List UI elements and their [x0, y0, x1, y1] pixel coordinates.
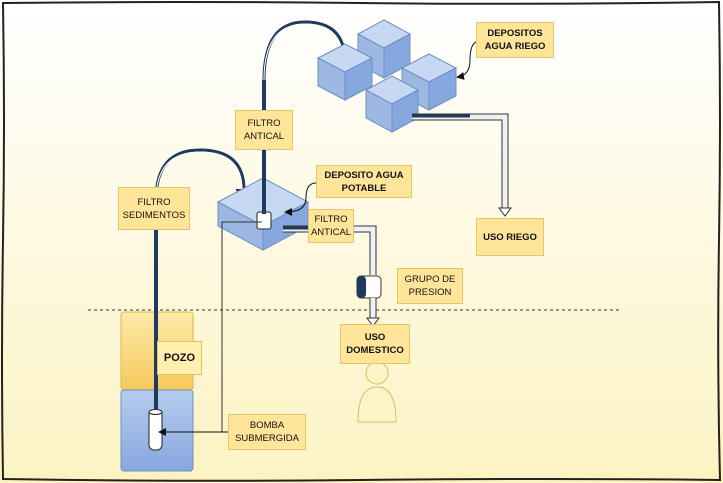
label-uso-riego: USO RIEGO [476, 218, 544, 256]
grupo-presion-motor [357, 276, 366, 298]
depositos-riego-cubes [316, 19, 458, 133]
well-arc-highlight [155, 151, 243, 201]
pump-icon [148, 409, 163, 451]
label-pozo: POZO [157, 341, 202, 375]
label-filtro-antical-top: FILTRO ANTICAL [235, 110, 293, 150]
person-icon [357, 361, 397, 423]
domestic-arrowhead [366, 317, 380, 327]
riego-arc-highlight [263, 23, 344, 81]
label-filtro-antical-right: FILTRO ANTICAL [308, 209, 354, 243]
label-grupo-presion: GRUPO DE PRESION [397, 268, 463, 304]
label-uso-domestico: USO DOMESTICO [340, 324, 410, 364]
label-filtro-sedimentos: FILTRO SEDIMENTOS [118, 187, 190, 230]
riego-callout-arrow [456, 41, 477, 80]
deposit-inner-filter [256, 211, 272, 230]
pump-top [148, 409, 163, 415]
potable-callout-arrow [284, 182, 317, 216]
label-bomba-submergida: BOMBA SUBMERGIDA [228, 414, 306, 450]
label-deposito-potable: DEPOSITO AGUA POTABLE [316, 165, 412, 198]
riego-arrowhead [498, 207, 512, 217]
label-depositos-riego: DEPOSITOS AGUA RIEGO [476, 22, 554, 58]
